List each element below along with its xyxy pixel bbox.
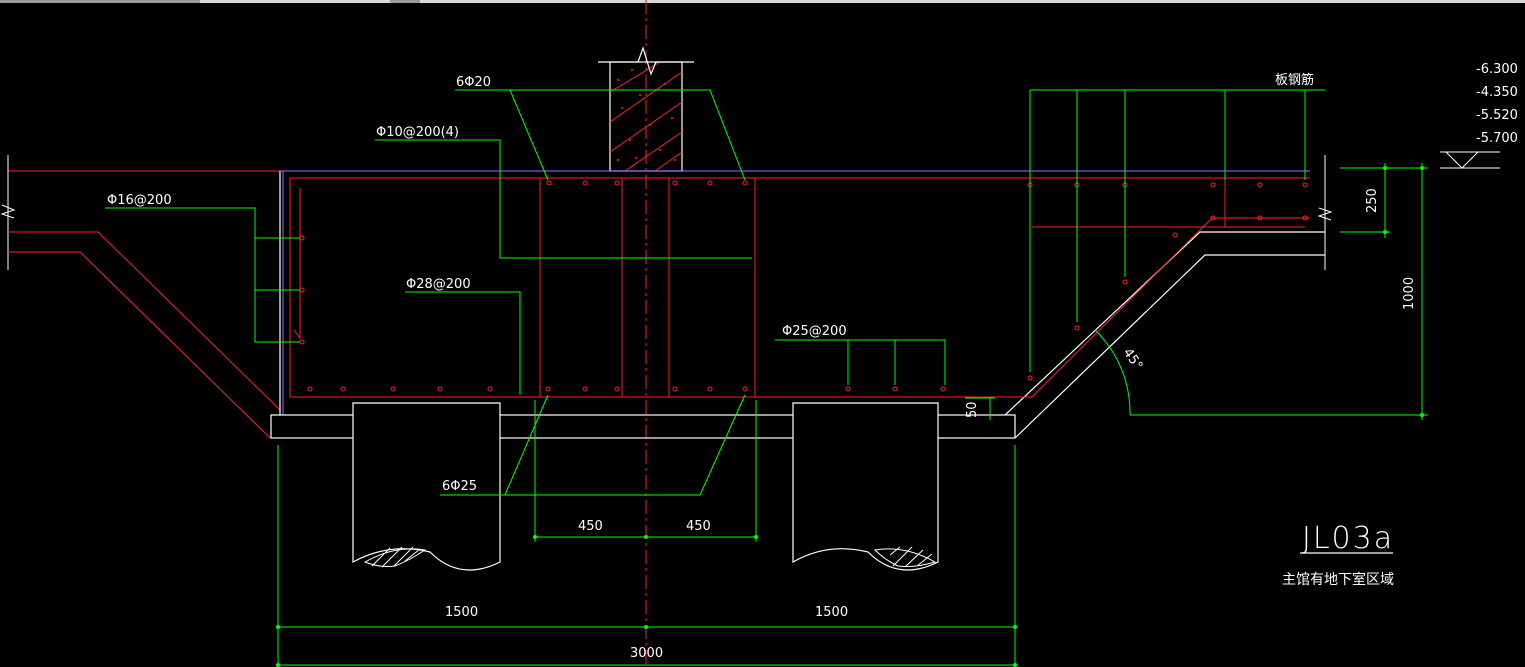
dim-slab-thickness: 250 (1365, 188, 1380, 213)
label-bottom-longitudinal: 6Φ25 (442, 479, 477, 494)
label-stirrup: Φ10@200(4) (376, 125, 459, 140)
elevation-marker (1440, 151, 1500, 169)
leader-lines (105, 89, 1325, 496)
dimension-ticks (276, 166, 1424, 667)
title-subtitle: 主馆有地下室区域 (1282, 571, 1394, 588)
label-slab-bottom: Φ25@200 (782, 324, 847, 339)
toolbar-segment (0, 0, 200, 3)
elevation-1: -6.300 (1476, 62, 1518, 77)
left-slab (0, 155, 281, 439)
rebar-cage (289, 177, 1310, 398)
dim-half-beam-right: 450 (686, 519, 711, 534)
pile-left (352, 402, 501, 571)
dim-total-span: 3000 (630, 646, 663, 661)
elevation-2: -4.350 (1476, 85, 1518, 100)
cushion-layer (270, 414, 1016, 439)
dim-beam-depth: 1000 (1402, 277, 1417, 310)
label-top-longitudinal: 6Φ20 (456, 75, 491, 90)
label-side-bars: Φ16@200 (107, 193, 172, 208)
dim-cushion: 50 (965, 401, 980, 418)
top-toolbar-strip (0, 0, 1525, 3)
dim-half-beam-left: 450 (578, 519, 603, 534)
elevation-3: -5.520 (1476, 108, 1518, 123)
dim-slope-angle: 45° (1120, 346, 1146, 373)
dim-half-span-right: 1500 (815, 605, 848, 620)
elevation-4: -5.700 (1476, 131, 1518, 146)
label-bottom-distribution: Φ28@200 (406, 277, 471, 292)
dim-half-span-left: 1500 (445, 605, 478, 620)
beam-outline (270, 155, 1333, 439)
title-code: JL03a (1302, 521, 1394, 556)
toolbar-segment (390, 0, 420, 3)
break-line (598, 46, 694, 76)
label-slab-rebar: 板钢筋 (1275, 72, 1314, 88)
pile-right (792, 402, 939, 571)
